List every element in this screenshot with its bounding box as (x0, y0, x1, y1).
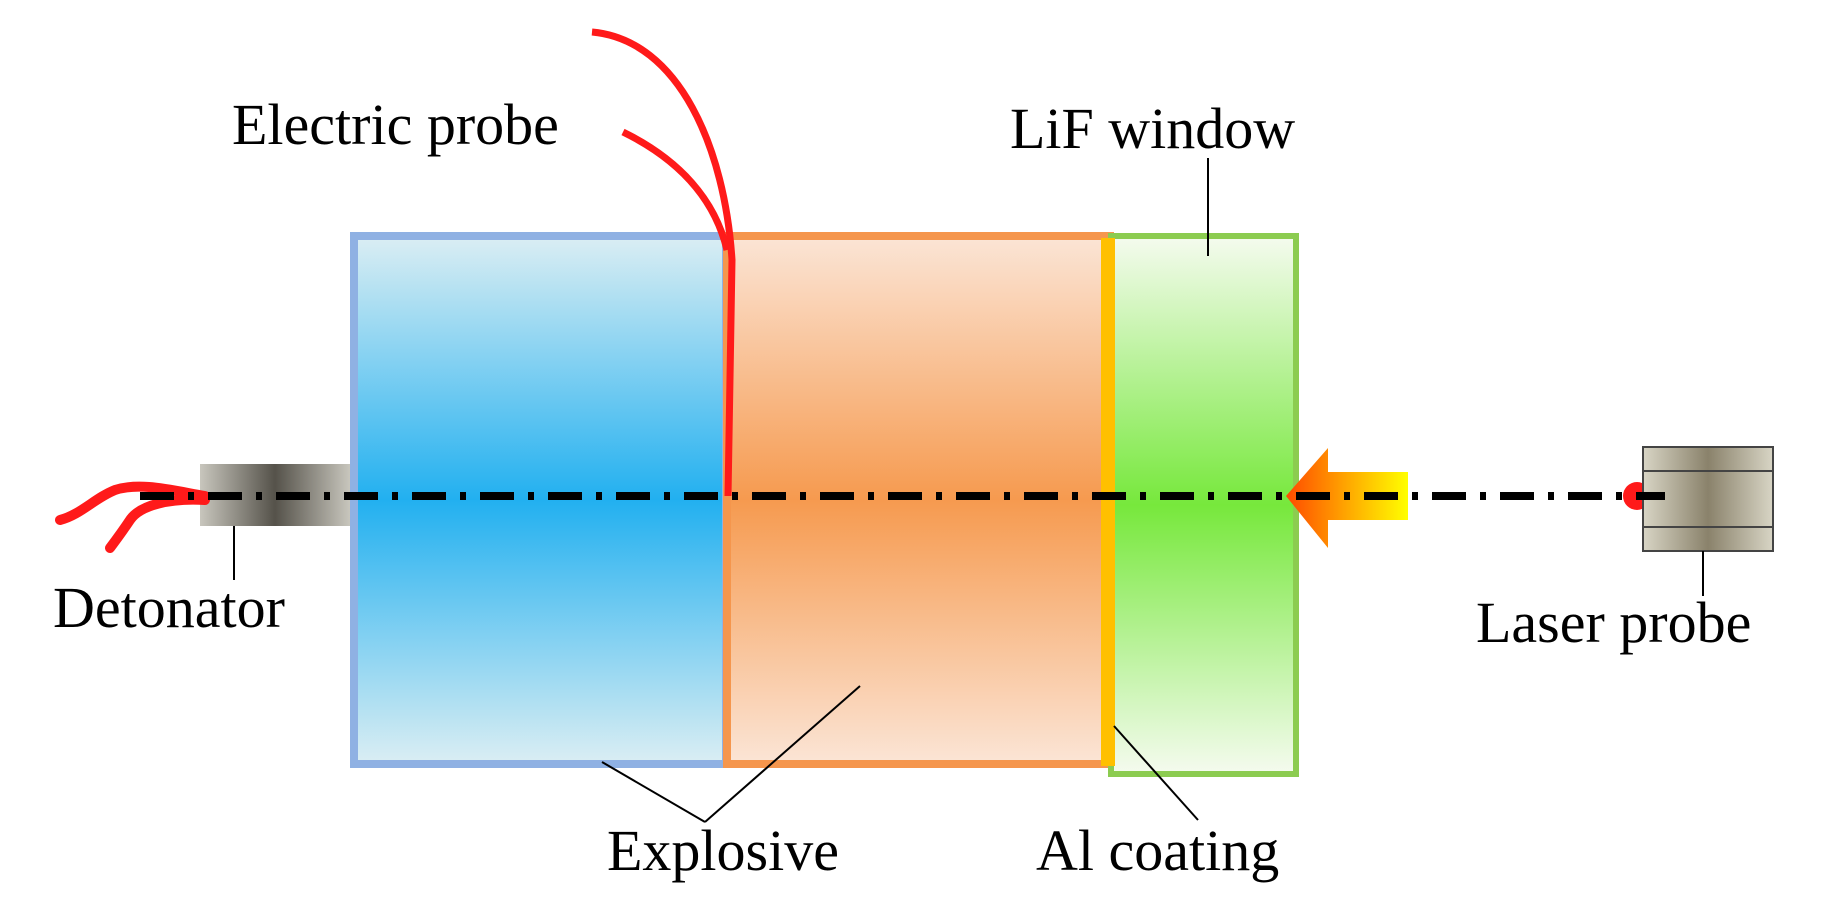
leader-explosive-2 (704, 685, 861, 823)
label-al-coating: Al coating (1036, 818, 1279, 883)
label-lif-window: LiF window (1010, 96, 1295, 161)
explosive-block-1 (350, 232, 730, 768)
label-detonator: Detonator (53, 575, 285, 640)
detonator-wire-2 (105, 494, 210, 553)
lif-window-block (1108, 233, 1299, 777)
detonator-wire (55, 481, 210, 525)
electric-probe-wire (591, 28, 736, 497)
label-explosive: Explosive (607, 818, 839, 883)
label-laser-probe: Laser probe (1476, 590, 1751, 655)
leader-explosive-1 (601, 761, 706, 823)
leader-al-coating (1113, 725, 1199, 821)
label-electric-probe: Electric probe (232, 92, 559, 157)
electric-probe-wire-2 (621, 128, 731, 251)
al-coating-layer (1101, 238, 1115, 766)
